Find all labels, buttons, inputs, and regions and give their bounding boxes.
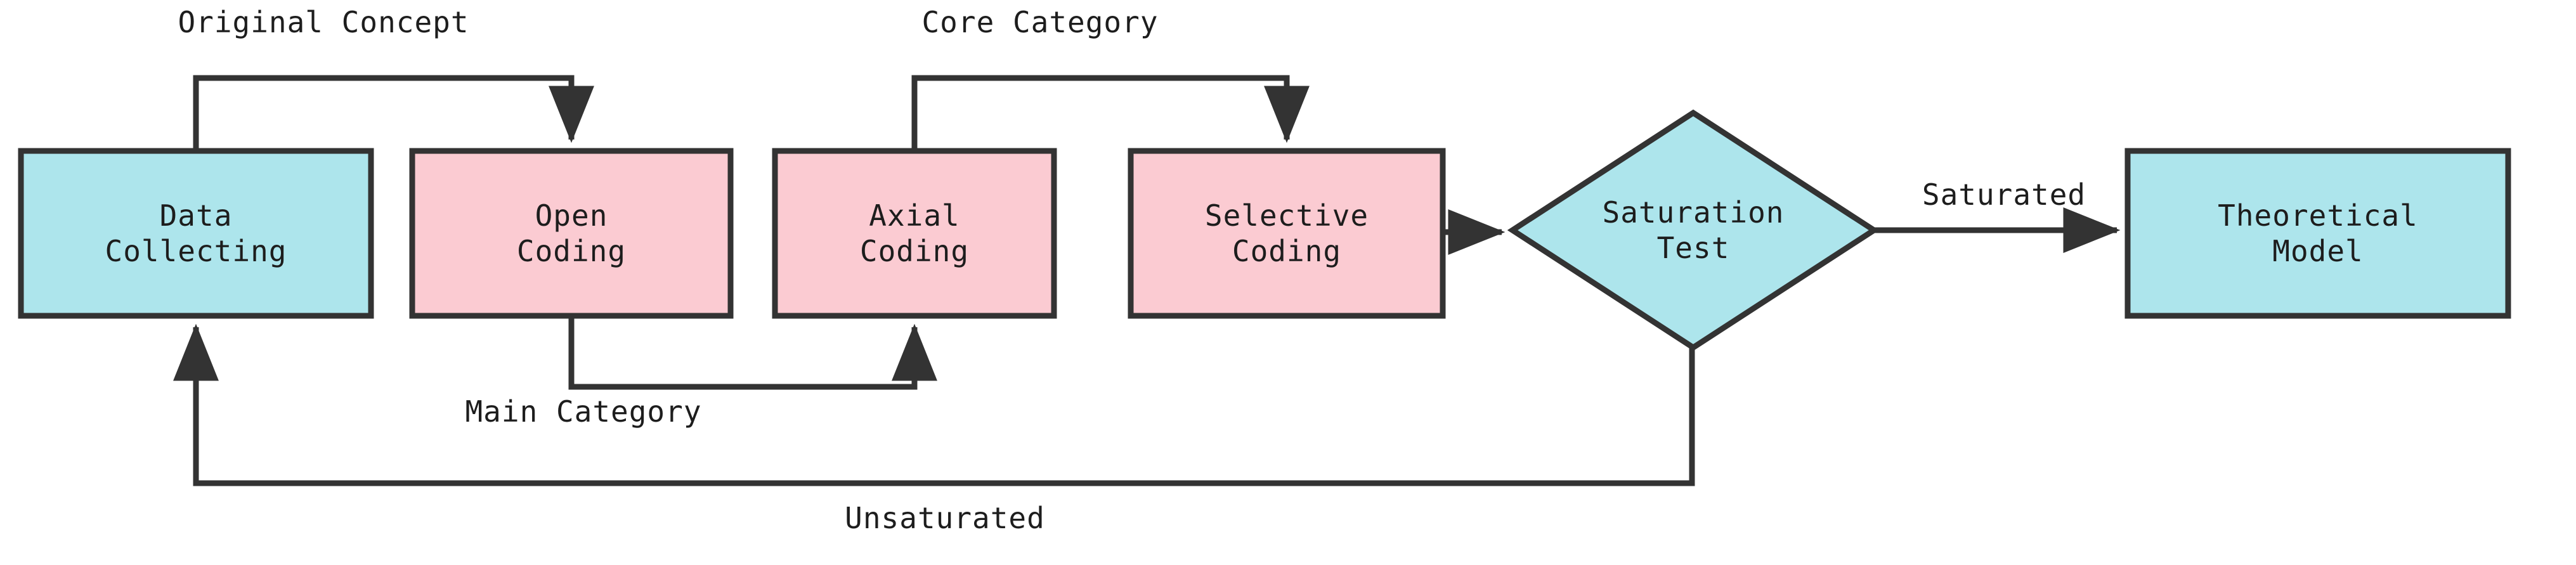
node-theoretical-model[interactable] (2124, 148, 2511, 319)
node-data-collecting[interactable] (18, 148, 374, 319)
edge-label-saturated: Saturated (1922, 178, 2086, 212)
edge-original-concept (193, 75, 594, 151)
node-open-coding[interactable] (409, 148, 734, 319)
edge-label-unsaturated: Unsaturated (845, 501, 1045, 535)
edge-main-category (568, 316, 937, 390)
node-selective-coding[interactable] (1128, 148, 1446, 319)
node-saturation-test[interactable] (1507, 109, 1880, 351)
edge-core-category (911, 75, 1310, 151)
edge-unsaturated (173, 323, 1695, 486)
edge-label-original-concept: Original Concept (178, 5, 469, 39)
edge-label-core-category: Core Category (921, 5, 1159, 39)
node-axial-coding[interactable] (772, 148, 1057, 319)
edge-label-main-category: Main Category (465, 394, 702, 429)
